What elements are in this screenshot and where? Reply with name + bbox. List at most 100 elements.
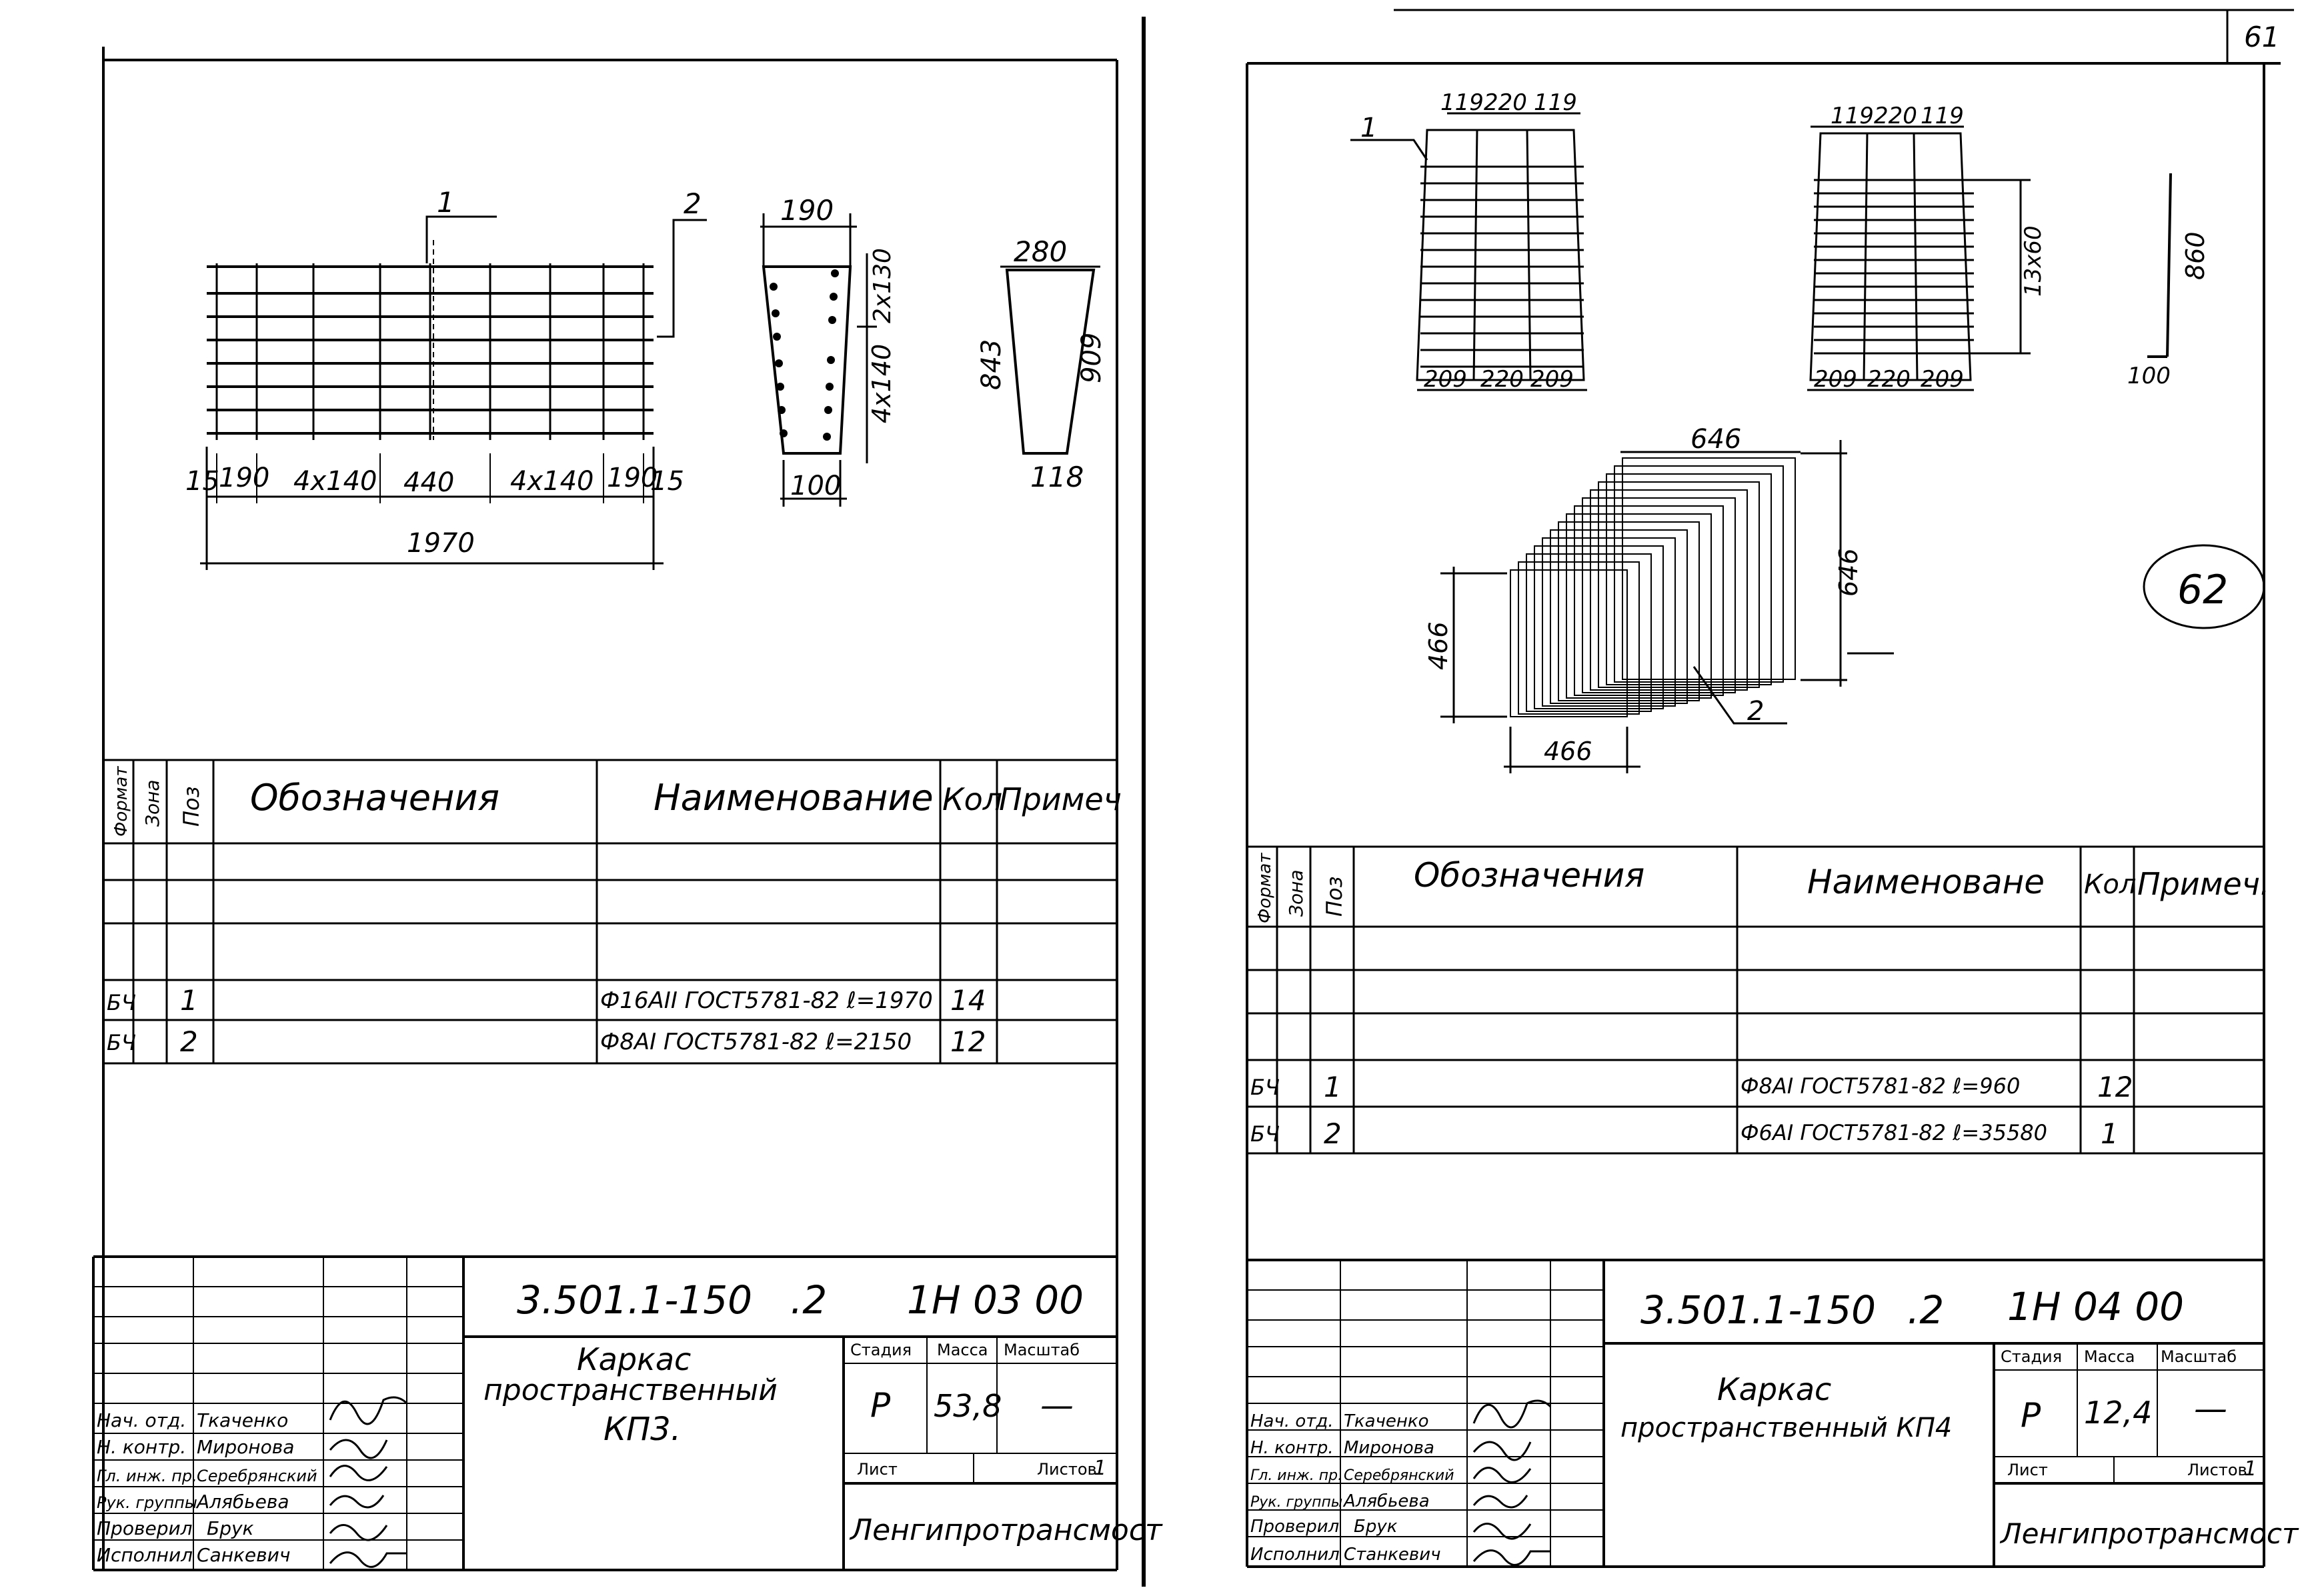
right-scale-label: Масштаб	[2161, 1347, 2237, 1366]
right-elevation-2: 119 220 119 209 220 209 13x60	[1807, 103, 2047, 393]
left-title-2: пространственный	[483, 1373, 778, 1407]
left-bar2-right: 909	[1076, 333, 1107, 383]
left-sheet-label: Лист	[857, 1460, 898, 1479]
right-e1-bot-0: 209	[1424, 366, 1467, 393]
right-bar-1: 860 100	[2127, 173, 2210, 389]
right-th-qty: Кол	[2084, 869, 2136, 900]
right-e2-bot-0: 209	[1814, 366, 1857, 393]
right-spiral-right: 646	[1834, 548, 1863, 597]
right-e1-top-1: 220	[1484, 89, 1527, 116]
left-name-3: Алябьева	[195, 1491, 289, 1513]
left-role-3: Рук. группы	[97, 1493, 197, 1512]
right-stage: Р	[2021, 1396, 2041, 1435]
left-name-2: Серебрянский	[197, 1467, 317, 1485]
right-th-format: Формат	[1255, 853, 1275, 923]
left-sheets-label: Листов	[1037, 1460, 1097, 1479]
left-section: 190 2x130 4x140 100	[760, 194, 896, 507]
right-leader-2: 2	[1747, 696, 1764, 727]
left-role-2: Гл. инж. пр.	[97, 1467, 197, 1485]
left-section-bottom: 100	[790, 471, 841, 501]
circled-mark-ring	[2143, 544, 2265, 629]
right-name-3: Алябьева	[1342, 1491, 1430, 1511]
left-leader-2: 2	[684, 187, 702, 220]
left-dim-total: 1970	[407, 528, 475, 559]
right-th-name: Наименоване	[1807, 863, 2045, 901]
right-e1-bot-1: 220	[1480, 366, 1524, 393]
right-role-3: Рук. группы	[1250, 1494, 1342, 1511]
right-spiral: 646 646 466 466 2	[1424, 424, 1894, 773]
left-leader-1: 1	[437, 186, 455, 219]
left-bar2: 280 843 909 118	[976, 235, 1107, 493]
right-sheet-code: 1Н 04 00	[2007, 1284, 2184, 1329]
right-title-block: 3.501.1-150 .2 1Н 04 00 Каркас пространс…	[1247, 1259, 2299, 1568]
right-role-4: Проверил	[1250, 1517, 1339, 1537]
left-title-3: КП3.	[604, 1411, 681, 1448]
left-mass-label: Масса	[937, 1341, 988, 1359]
right-e1-bot-2: 209	[1530, 366, 1574, 393]
right-r1-pos: 1	[1324, 1071, 1342, 1103]
right-role-5: Исполнил	[1250, 1545, 1340, 1565]
left-dim-b4: 4x140	[510, 466, 594, 497]
left-stage: Р	[870, 1386, 891, 1425]
right-role-1: Н. контр.	[1250, 1438, 1334, 1458]
right-e1-top-0: 119	[1440, 89, 1484, 116]
circled-mark: 62	[2177, 567, 2228, 613]
right-e1-top-2: 119	[1534, 89, 1577, 116]
right-scale: —	[2194, 1389, 2227, 1428]
left-elevation: 1 2 15 190 4x140 440 4x140	[185, 186, 707, 570]
right-title-1: Каркас	[1717, 1371, 1831, 1407]
left-dim-b6: 15	[650, 466, 684, 497]
left-name-1: Миронова	[197, 1436, 294, 1458]
left-th-zone: Зона	[141, 779, 163, 827]
left-r1-qty: 14	[950, 984, 986, 1017]
left-scale: —	[1040, 1386, 1074, 1425]
right-elevation-1: 1 119 220 119 209 220 209	[1350, 89, 1587, 393]
right-spiral-top: 646	[1690, 424, 1741, 455]
page-number: 61	[2244, 21, 2279, 53]
left-name-5: Санкевич	[197, 1544, 290, 1566]
right-sheets: 1	[2244, 1457, 2257, 1481]
left-role-5: Исполнил	[97, 1544, 193, 1566]
left-sheets: 1	[1094, 1457, 1106, 1480]
left-bar2-left: 843	[976, 339, 1007, 390]
right-e2-top-0: 119	[1831, 103, 1874, 129]
left-r1-format: БЧ	[107, 990, 136, 1015]
left-section-top: 190	[780, 194, 834, 227]
right-r1-qty: 12	[2097, 1071, 2133, 1103]
right-spiral-left: 466	[1424, 621, 1453, 670]
left-scale-label: Масштаб	[1004, 1341, 1080, 1359]
left-section-right-lower: 4x140	[867, 344, 896, 423]
right-r1-format: БЧ	[1250, 1075, 1280, 1100]
left-section-right-upper: 2x130	[869, 248, 896, 323]
left-r2-format: БЧ	[107, 1030, 136, 1055]
left-th-name: Наименование	[654, 777, 934, 819]
left-spec-table: Формат Зона Поз Обозначения Наименование…	[103, 759, 1122, 1065]
left-th-format: Формат	[111, 766, 131, 837]
right-role-2: Гл. инж. пр.	[1250, 1467, 1342, 1484]
right-signatures	[1472, 1399, 1552, 1566]
left-sheet-code: 1Н 03 00	[907, 1277, 1084, 1323]
right-th-zone: Зона	[1285, 869, 1307, 917]
right-bar-height: 860	[2181, 231, 2210, 280]
right-bar-foot: 100	[2127, 363, 2171, 389]
left-r2-pos: 2	[180, 1025, 198, 1058]
right-leader-1: 1	[1360, 113, 1377, 143]
right-spiral-bottom: 466	[1544, 737, 1592, 766]
left-name-0: Ткаченко	[197, 1409, 288, 1431]
left-dim-b5: 190	[607, 463, 658, 493]
left-bar2-top: 280	[1014, 235, 1067, 268]
left-th-pos: Поз	[179, 786, 204, 827]
right-e2-top-1: 220	[1874, 103, 1917, 129]
right-name-5: Станкевич	[1344, 1545, 1441, 1565]
right-spec-table: Формат Зона Поз Обозначения Наименоване …	[1247, 845, 2270, 1155]
right-name-0: Ткаченко	[1344, 1411, 1429, 1431]
right-mass-label: Масса	[2084, 1347, 2135, 1366]
left-th-qty: Кол	[942, 781, 1002, 817]
right-side-dim: 13x60	[2020, 225, 2047, 297]
right-name-2: Серебрянский	[1344, 1467, 1454, 1484]
left-dim-b3: 440	[403, 467, 454, 498]
right-sheet-label: Лист	[2007, 1461, 2048, 1479]
left-mass: 53,8	[934, 1388, 1002, 1424]
right-e2-top-2: 119	[1921, 103, 1964, 129]
left-th-note: Примеч	[999, 781, 1122, 817]
